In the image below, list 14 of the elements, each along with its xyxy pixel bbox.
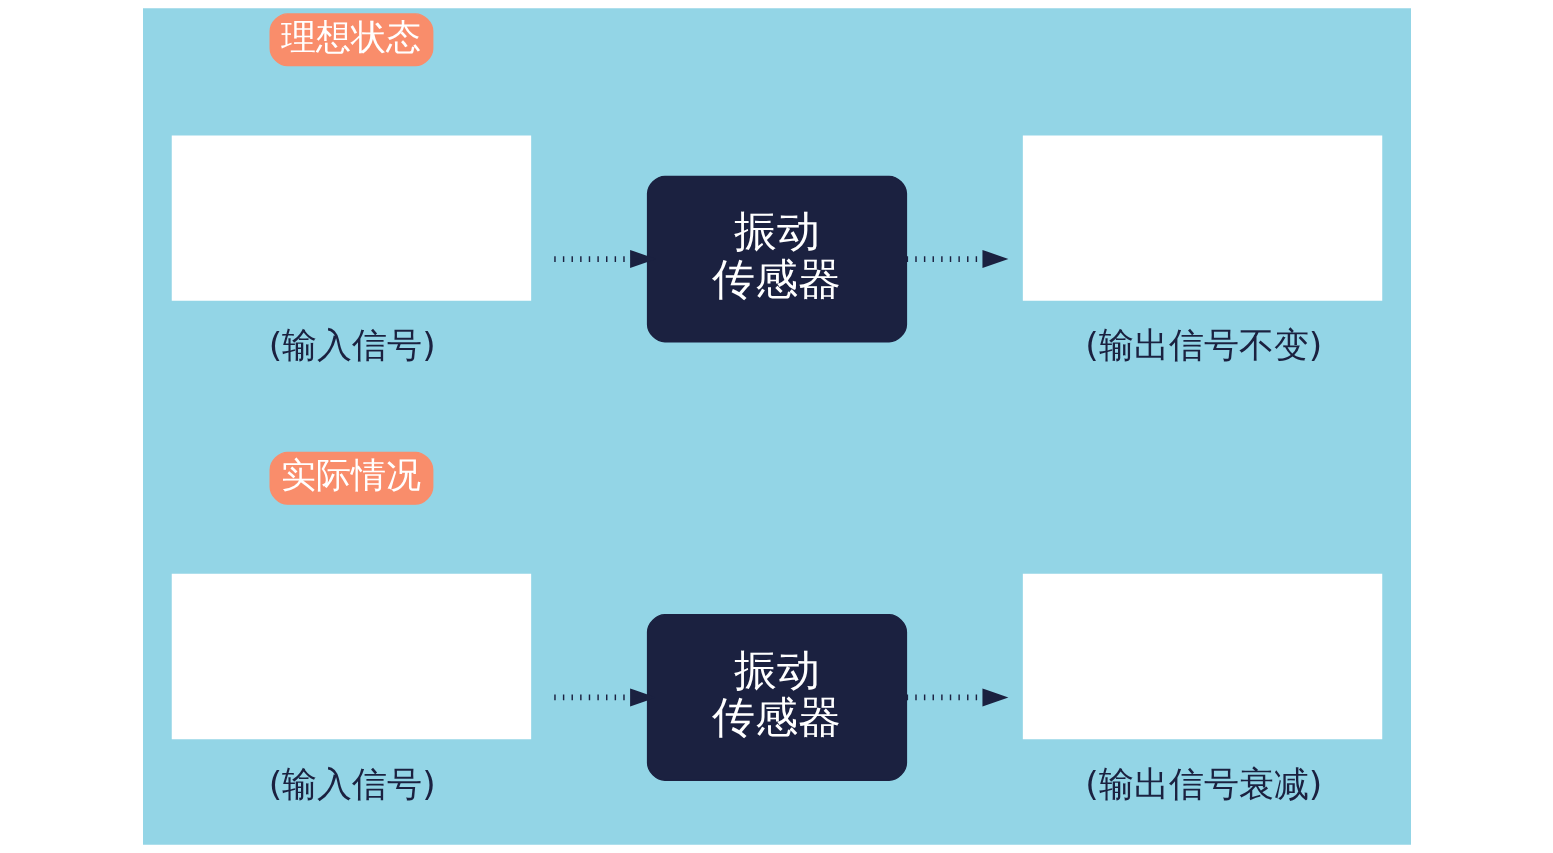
node-box xyxy=(171,573,531,740)
arrow xyxy=(906,249,1008,269)
node-box: 实际情况 xyxy=(269,451,433,505)
node-box xyxy=(1022,573,1382,740)
node-box: 振动传感器 xyxy=(646,175,907,343)
node-box: 振动传感器 xyxy=(646,614,907,781)
node-label: (输入信号) xyxy=(268,763,436,804)
node-box xyxy=(171,135,531,301)
node-label: (输入信号) xyxy=(268,325,436,366)
arrow xyxy=(906,688,1008,707)
node-box xyxy=(1022,135,1382,301)
node-box: 理想状态 xyxy=(269,13,433,67)
node-label: (输出信号不变) xyxy=(1084,325,1322,366)
node-label: (输出信号衰减) xyxy=(1084,763,1322,804)
